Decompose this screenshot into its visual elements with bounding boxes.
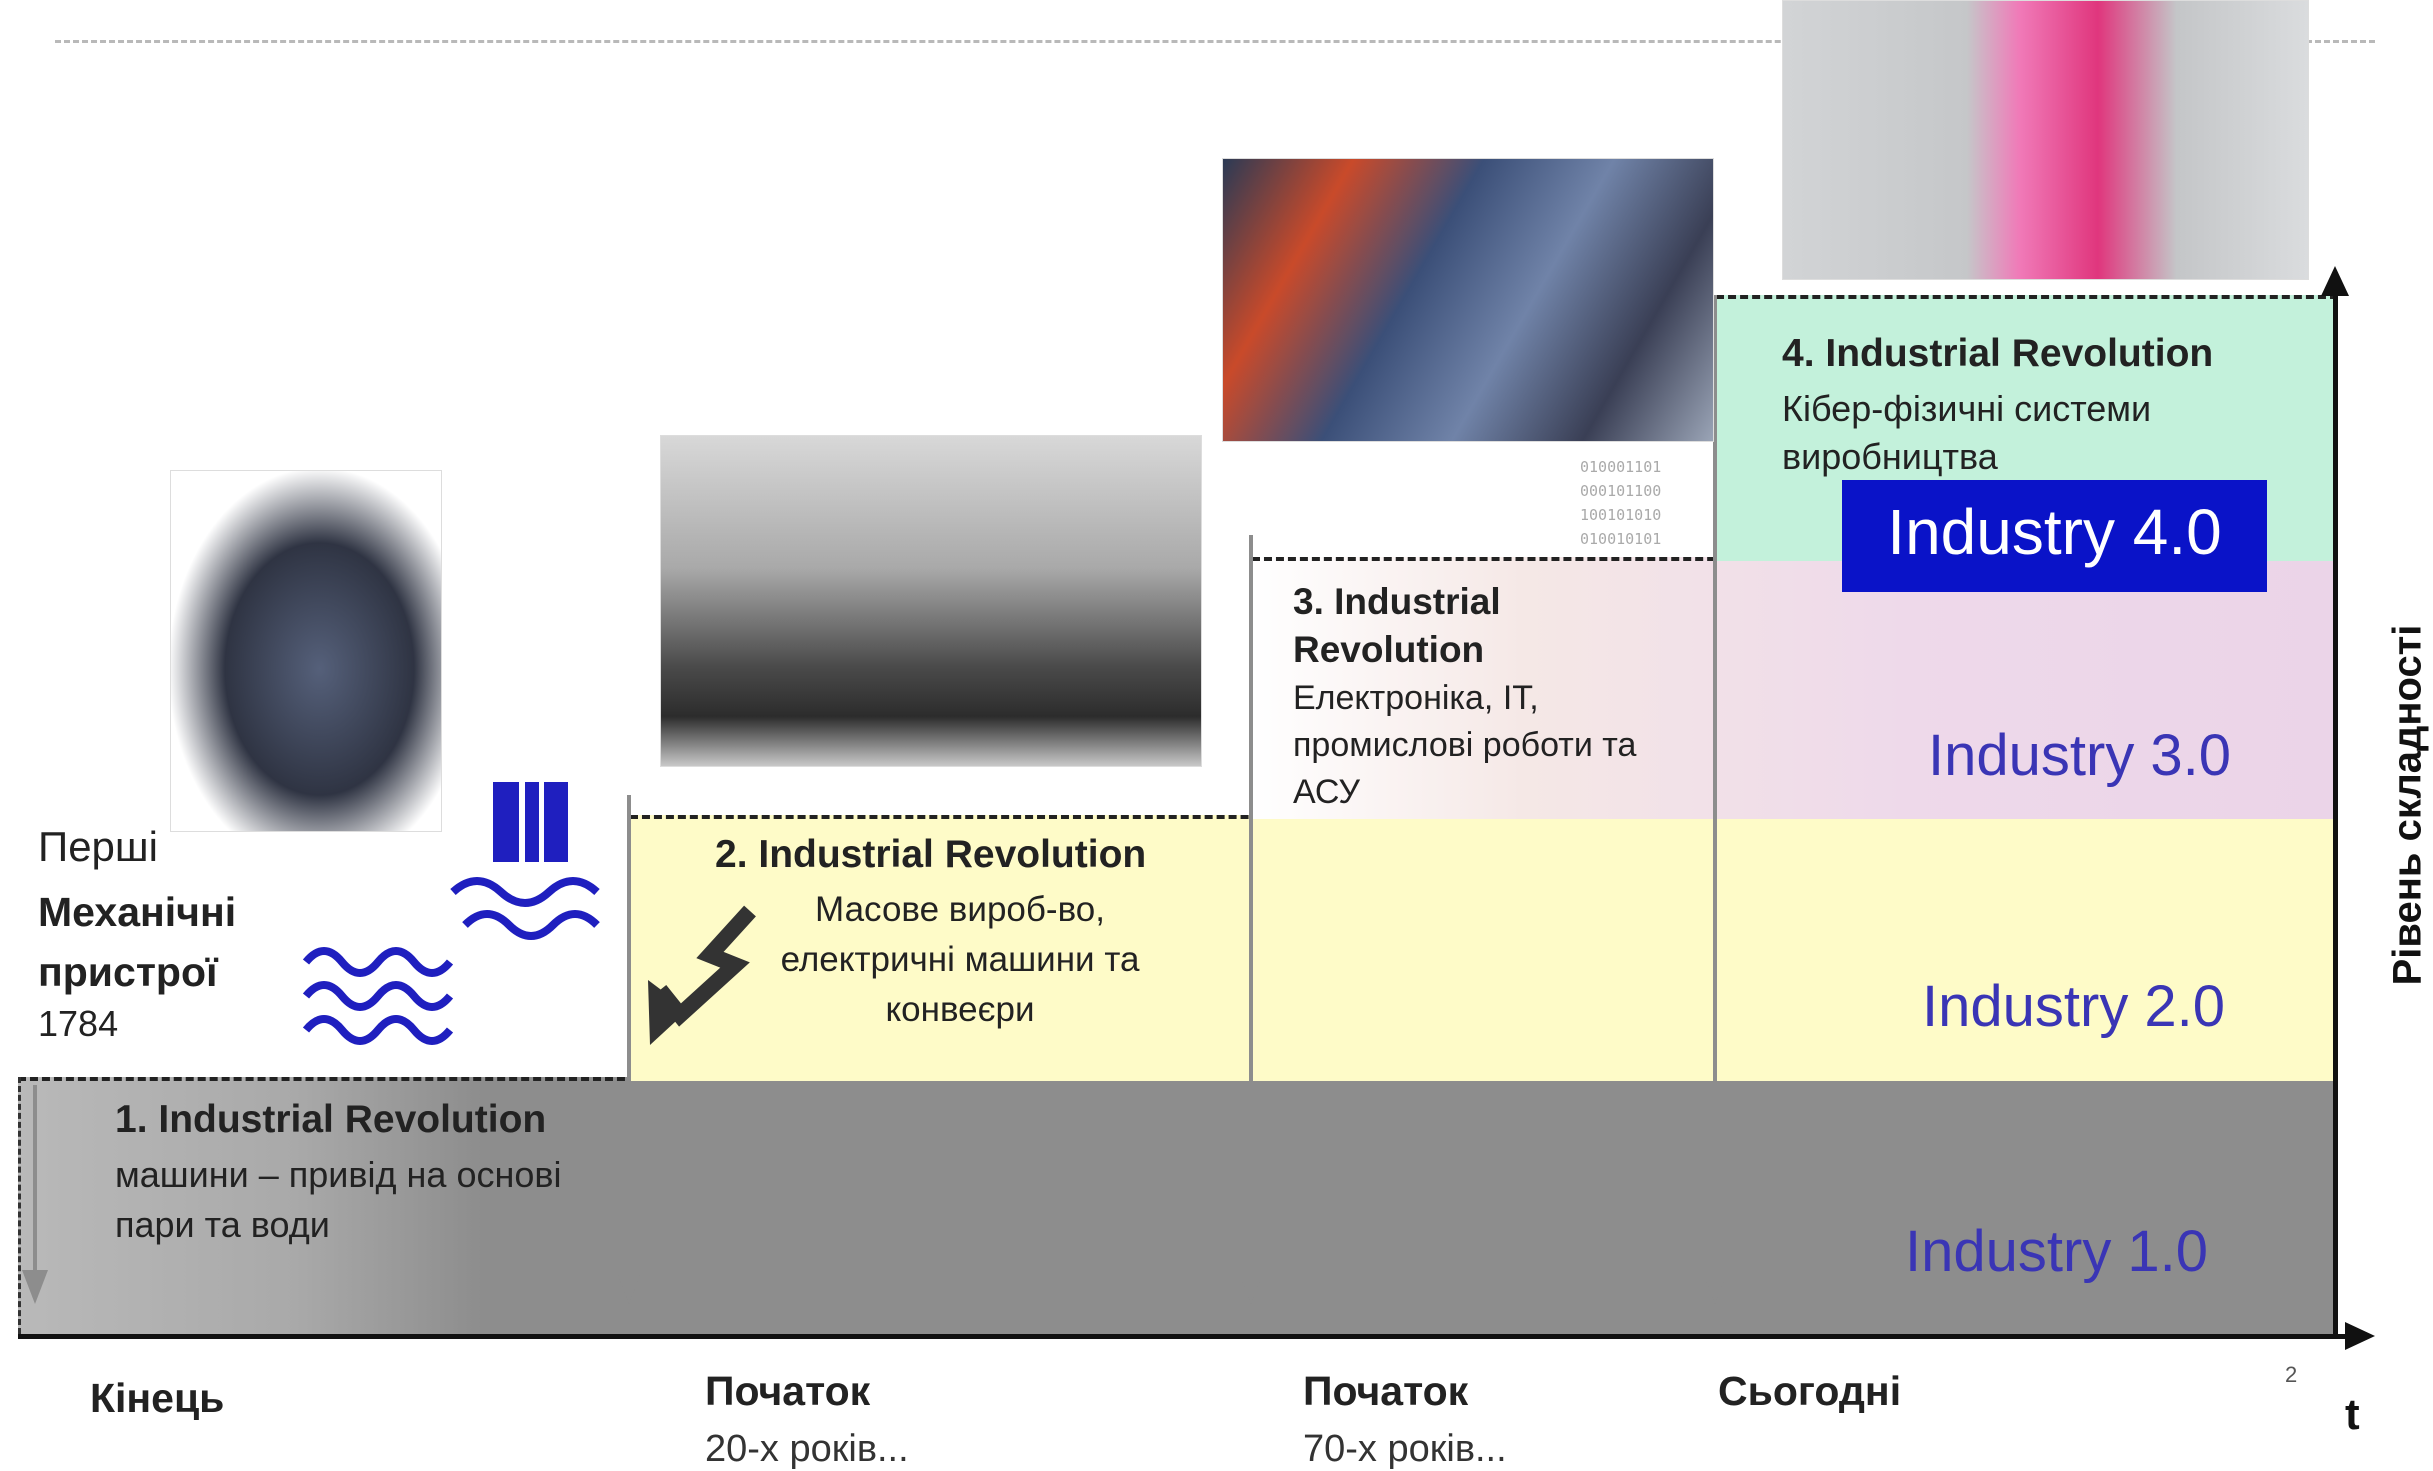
lightning-bolt-icon <box>648 905 756 1045</box>
timeline-arrow-4-icon <box>1702 1270 1728 1304</box>
industrial-robots-photo <box>1222 158 1714 442</box>
x-sublabel-3: 70-х років... <box>1303 1428 1507 1470</box>
band-industry-2 <box>630 815 2338 1081</box>
x-sublabel-2: 20-х років... <box>705 1428 909 1470</box>
band-industry-1 <box>18 1077 2338 1338</box>
timeline-line-3 <box>1249 535 1253 1275</box>
revolution-1-description: машини – привід на основі пари та води <box>115 1154 562 1245</box>
band-1-left-edge <box>18 1077 21 1334</box>
first-devices-line2: Механічні пристрої <box>38 889 237 995</box>
revolution-4-description: Кібер-фізичні системи виробництва <box>1782 388 2152 477</box>
water-waves-icon <box>302 947 454 1045</box>
timeline-arrow-2-icon <box>616 1270 642 1304</box>
industry-3-label: Industry 3.0 <box>1928 723 2232 788</box>
revolution-4-title: 4. Industrial Revolution <box>1782 332 2214 375</box>
x-axis <box>18 1334 2353 1339</box>
timeline-arrow-1-icon <box>22 1270 48 1304</box>
x-label-3: Початок <box>1303 1368 1469 1414</box>
industry-1-label: Industry 1.0 <box>1905 1219 2209 1284</box>
y-axis-arrow-icon <box>2321 266 2349 296</box>
binary-line: 010010101 <box>1580 530 1662 548</box>
x-label-4: Сьогодні <box>1718 1368 1902 1414</box>
page-number: 2 <box>2285 1362 2298 1387</box>
steam-vessel-icon <box>450 782 600 940</box>
binary-line: 000101100 <box>1580 482 1662 500</box>
binary-line: 010001101 <box>1580 458 1662 476</box>
assembly-line-photo <box>660 435 1202 767</box>
industry-4-label: Industry 4.0 <box>1887 496 2222 568</box>
timeline-line-2 <box>627 795 631 1275</box>
x-axis-arrow-icon <box>2345 1322 2375 1350</box>
revolution-3-description: Електроніка, IT, промислові роботи та АС… <box>1293 679 1637 811</box>
x-label-1: Кінець <box>90 1375 225 1421</box>
timeline-line-4 <box>1713 295 1717 1275</box>
x-axis-label: t <box>2345 1390 2360 1439</box>
cyber-physical-system-photo <box>1782 0 2309 280</box>
binary-code-decoration: 010001101 000101100 100101010 010010101 <box>1580 455 1700 551</box>
y-axis-label: Рівень складності <box>2385 624 2430 986</box>
first-devices-line1: Перші <box>38 823 158 870</box>
industry-4-highlight-box <box>1842 480 2267 592</box>
industry-2-label: Industry 2.0 <box>1922 974 2226 1039</box>
revolution-3-title: 3. Industrial Revolution <box>1293 581 1501 670</box>
revolution-2-title: 2. Industrial Revolution <box>715 833 1147 876</box>
timeline-arrow-3-icon <box>1238 1270 1264 1304</box>
binary-line: 100101010 <box>1580 506 1662 524</box>
y-axis <box>2333 290 2338 1339</box>
steam-machine-photo <box>170 470 442 832</box>
top-dashed-divider <box>55 40 2375 43</box>
revolution-1-title: 1. Industrial Revolution <box>115 1098 547 1141</box>
timeline-line-1 <box>33 1085 37 1275</box>
revolution-2-description: Масове вироб-во, електричні машини та ко… <box>780 890 1140 1029</box>
first-devices-year: 1784 <box>38 1003 119 1044</box>
x-label-2: Початок <box>705 1368 871 1414</box>
